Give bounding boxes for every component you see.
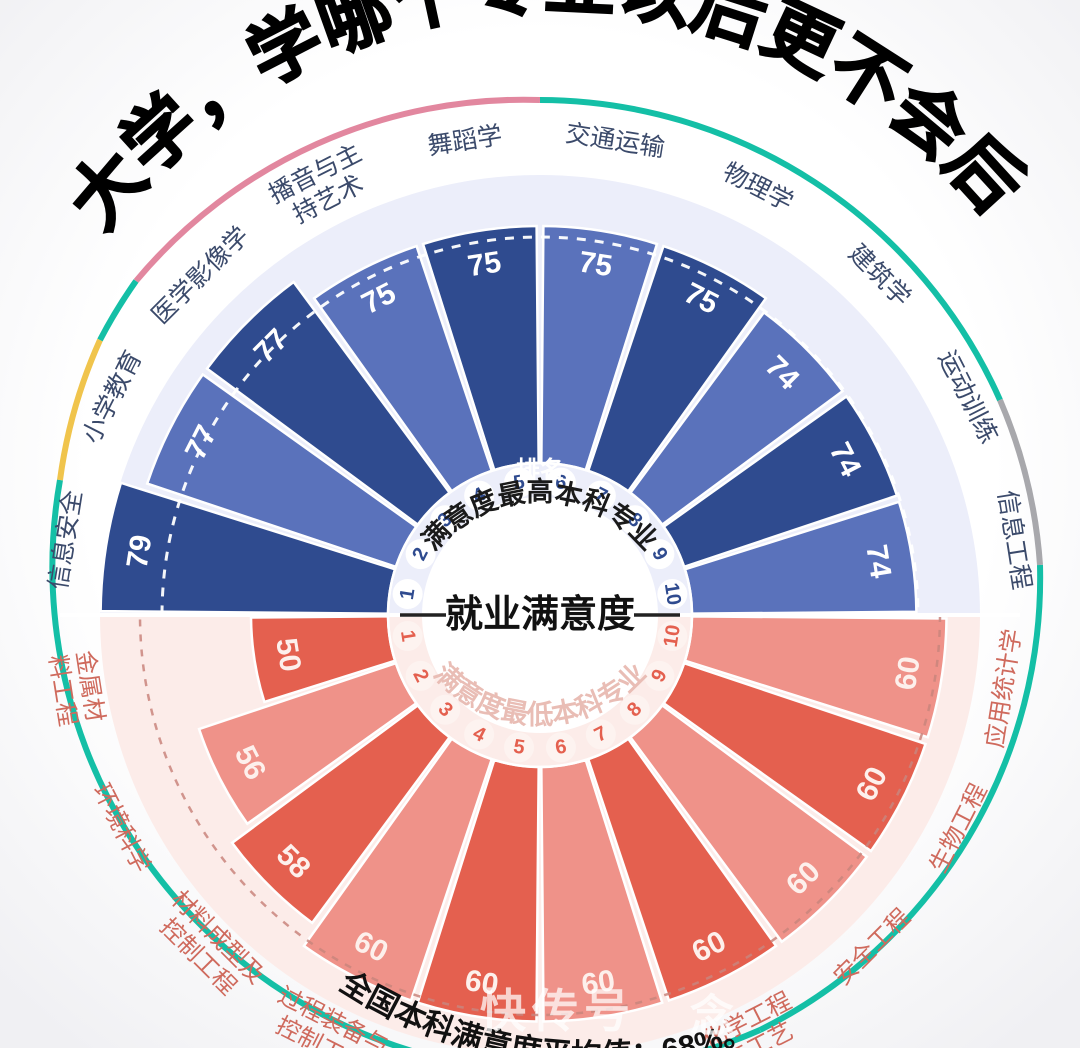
svg-text:6: 6	[554, 736, 568, 759]
top-sector-value: 79	[121, 533, 159, 571]
rank-badge: 5	[504, 467, 535, 498]
svg-text:10: 10	[660, 623, 685, 648]
rank-badge: 1	[392, 620, 423, 651]
outer-ring	[49, 96, 1044, 1048]
ring-segment-teal-upperleft	[97, 279, 139, 342]
ring-segment-gray	[997, 398, 1043, 566]
rank-badge: 8	[619, 694, 650, 725]
bottom-sector-value: 60	[889, 654, 927, 692]
rank-badge: 1	[392, 579, 423, 610]
svg-text:1: 1	[396, 587, 419, 601]
svg-text:5: 5	[512, 736, 526, 759]
svg-text:1: 1	[396, 629, 419, 643]
rank-badge: 4	[464, 719, 495, 750]
rank-badge: 9	[644, 539, 675, 570]
center-main-label: 就业满意度	[445, 594, 635, 636]
svg-text:5: 5	[512, 471, 526, 494]
bottom-sector-name: 金属材料工程	[44, 649, 109, 729]
rank-badge: 8	[619, 505, 650, 536]
bottom-sector-value: 60	[463, 964, 501, 1002]
bottom-sector-value: 60	[579, 964, 617, 1002]
rank-badge: 7	[585, 480, 616, 511]
ring-segment-teal-left	[49, 479, 762, 1048]
ring-segment-yellow	[57, 338, 103, 481]
rank-badge: 10	[657, 579, 688, 610]
bottom-half-sectors	[197, 615, 948, 1023]
top-sector-value: 74	[859, 542, 897, 580]
rank-badge: 4	[464, 480, 495, 511]
top-half-sectors	[99, 224, 918, 615]
bottom-sector-value: 50	[269, 636, 307, 674]
ring-segment-pink	[133, 96, 541, 283]
rank-badge: 5	[504, 732, 535, 763]
rank-badge: 9	[644, 660, 675, 691]
rank-badge: 7	[585, 719, 616, 750]
rank-badge: 3	[430, 694, 461, 725]
rank-badge: 3	[430, 505, 461, 536]
rank-axis-label: 排名	[516, 456, 564, 484]
top-sector-value: 75	[465, 245, 503, 283]
rank-badge: 2	[405, 539, 436, 570]
svg-text:10: 10	[660, 581, 685, 606]
rank-badge: 10	[657, 620, 688, 651]
rank-badge: 2	[405, 660, 436, 691]
ring-segment-teal-right	[758, 564, 1044, 1033]
rank-badge: 6	[545, 732, 576, 763]
rank-badge: 6	[545, 467, 576, 498]
ring-segment-teal-top	[539, 97, 1003, 402]
svg-text:6: 6	[554, 471, 568, 494]
top-sector-value: 75	[576, 245, 614, 283]
